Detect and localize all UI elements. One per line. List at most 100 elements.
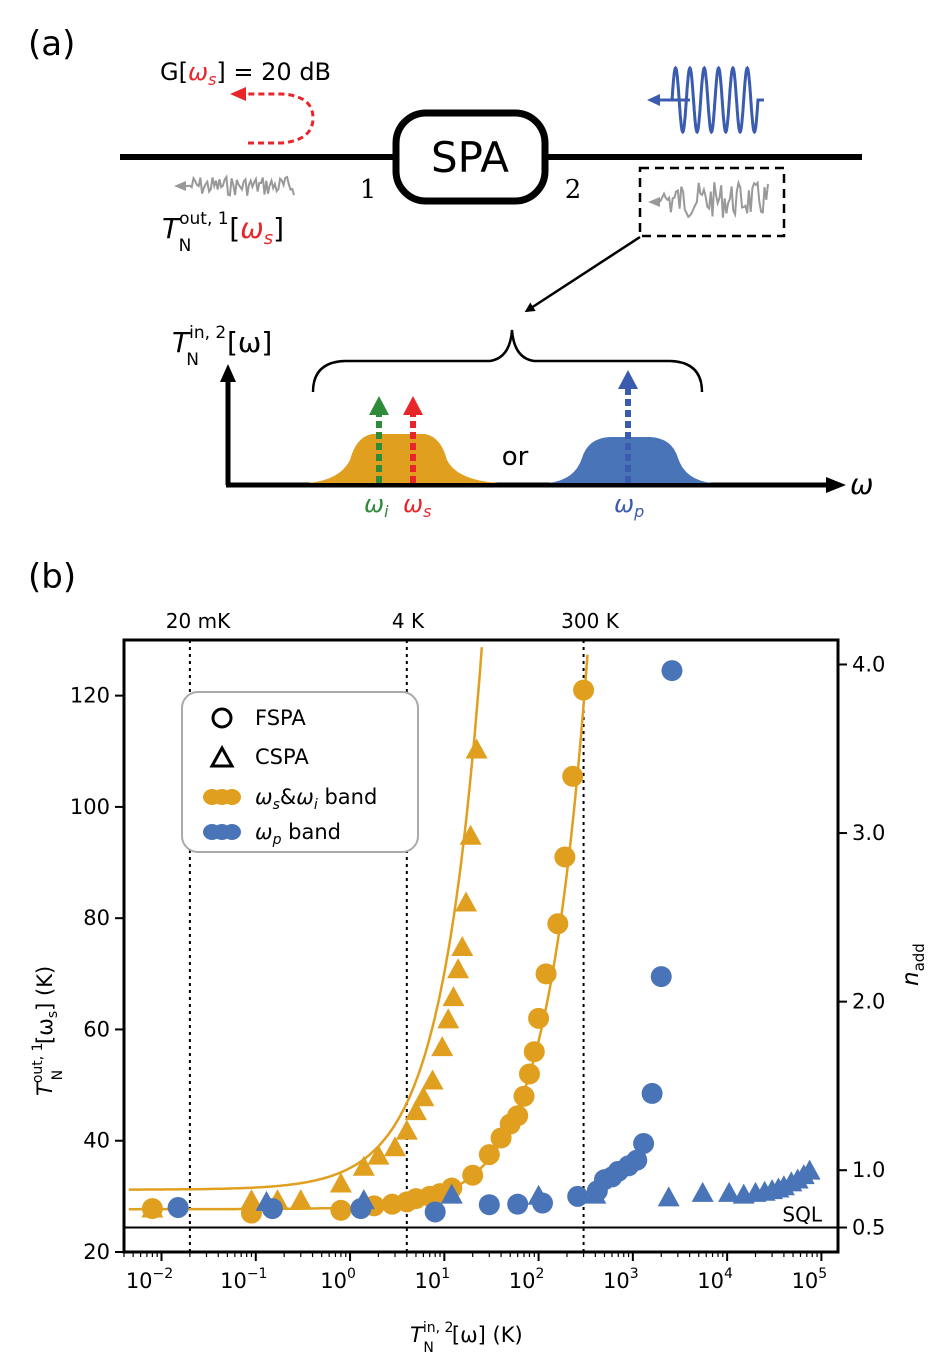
y-tick-label-4: 100	[70, 795, 110, 819]
input-noise-trace	[659, 179, 769, 219]
spa-box	[392, 109, 549, 205]
point-s0-14	[507, 1105, 529, 1127]
point-s0-22	[562, 765, 584, 787]
point-s2-7	[567, 1185, 589, 1207]
reflection-arrowhead	[230, 87, 246, 101]
x-axis-ticks: 10−2 10−1 100 101 102 103 104 105	[123, 1252, 828, 1293]
point-s1-7	[384, 1136, 407, 1157]
right-tick-label-1: 1.0	[852, 1158, 885, 1182]
omega-axis-label: ω	[850, 468, 873, 501]
omega-s-label: ωs	[403, 490, 431, 521]
point-s1-8	[395, 1119, 418, 1140]
spectrum-x-arrowhead	[826, 477, 846, 493]
x-tick-label-6: 104	[697, 1266, 733, 1293]
point-s2-4	[478, 1194, 500, 1216]
x-tick-label-7: 105	[792, 1266, 828, 1293]
point-s2-16	[650, 966, 672, 988]
fit-curve-0	[128, 647, 484, 1191]
point-s2-15	[641, 1082, 663, 1104]
y-axis-label-right: nadd	[898, 943, 928, 986]
point-s1-11	[421, 1069, 444, 1090]
port-2-label: 2	[565, 175, 582, 205]
legend: FSPA CSPA ωs&ωi band ωp band	[181, 691, 419, 853]
sql-label: SQL	[782, 1203, 822, 1227]
x-tick-label-5: 103	[603, 1266, 639, 1293]
point-s1-16	[451, 936, 474, 956]
port-1-label: 1	[360, 175, 377, 205]
point-s3-7	[718, 1181, 741, 1202]
right-tick-label-4: 4.0	[852, 652, 885, 676]
x-tick-label-3: 101	[414, 1266, 450, 1293]
omega-p-label: ωp	[614, 490, 644, 521]
pump-arrowhead	[647, 94, 660, 106]
point-s1-12	[431, 1036, 454, 1057]
curly-brace	[311, 329, 704, 393]
point-s1-15	[447, 958, 470, 979]
legend-gold-swatch	[203, 789, 241, 805]
point-s3-1	[352, 1189, 375, 1210]
top-label-300K: 300 K	[561, 609, 620, 633]
point-s1-6	[367, 1144, 390, 1165]
point-s0-23	[573, 679, 595, 701]
y-tick-label-2: 60	[83, 1017, 110, 1041]
point-s0-18	[528, 1007, 550, 1029]
point-s1-1	[240, 1189, 263, 1210]
y-tick-label-5: 120	[70, 684, 110, 708]
or-label: or	[502, 442, 529, 472]
legend-blue-band: ωp band	[255, 820, 341, 848]
point-s0-10	[462, 1164, 484, 1186]
legend-triangle-marker	[209, 744, 235, 768]
spectrum-y-arrowhead	[220, 364, 236, 382]
point-s0-21	[554, 846, 576, 868]
point-s1-18	[459, 824, 482, 845]
point-s1-14	[442, 986, 465, 1007]
point-s1-10	[412, 1086, 435, 1107]
x-tick-label-1: 10−1	[220, 1266, 267, 1293]
spa-label: SPA	[431, 133, 509, 182]
point-s3-0	[255, 1190, 278, 1211]
point-s2-5	[507, 1193, 529, 1215]
panel-a-label: (a)	[28, 24, 75, 64]
point-s0-16	[518, 1063, 540, 1085]
point-s1-0	[141, 1197, 164, 1218]
right-tick-label-2: 2.0	[852, 990, 885, 1014]
input-noise-box	[638, 166, 786, 238]
top-label-20mK: 20 mK	[166, 609, 231, 633]
point-s3-6	[691, 1181, 714, 1202]
point-s2-3	[424, 1201, 446, 1223]
idler-arrowhead	[369, 396, 389, 415]
point-s0-19	[535, 963, 557, 985]
point-s2-14	[633, 1133, 655, 1155]
top-label-4K: 4 K	[392, 609, 425, 633]
x-tick-label-0: 10−2	[126, 1266, 173, 1293]
y-tick-label-0: 20	[83, 1240, 110, 1264]
x-tick-label-4: 102	[509, 1266, 545, 1293]
point-s1-19	[465, 738, 488, 759]
data-points	[141, 660, 821, 1224]
point-s1-5	[352, 1155, 375, 1176]
point-s1-17	[455, 891, 478, 912]
x-tick-label-2: 100	[320, 1266, 356, 1293]
point-s1-13	[437, 1008, 460, 1029]
point-s2-0	[167, 1196, 189, 1218]
point-s0-2	[330, 1199, 352, 1221]
point-s0-17	[523, 1041, 545, 1063]
point-s2-13	[626, 1149, 648, 1171]
zoom-arrow	[524, 235, 641, 313]
input-noise-arrowhead	[648, 197, 660, 207]
point-s2-17	[661, 660, 683, 682]
legend-cspa: CSPA	[255, 745, 309, 769]
right-tick-label-3: 3.0	[852, 821, 885, 845]
y-tick-label-1: 40	[83, 1129, 110, 1153]
panel-b-label: (b)	[28, 557, 76, 597]
point-s3-2	[440, 1183, 463, 1204]
point-s3-17	[798, 1159, 821, 1180]
